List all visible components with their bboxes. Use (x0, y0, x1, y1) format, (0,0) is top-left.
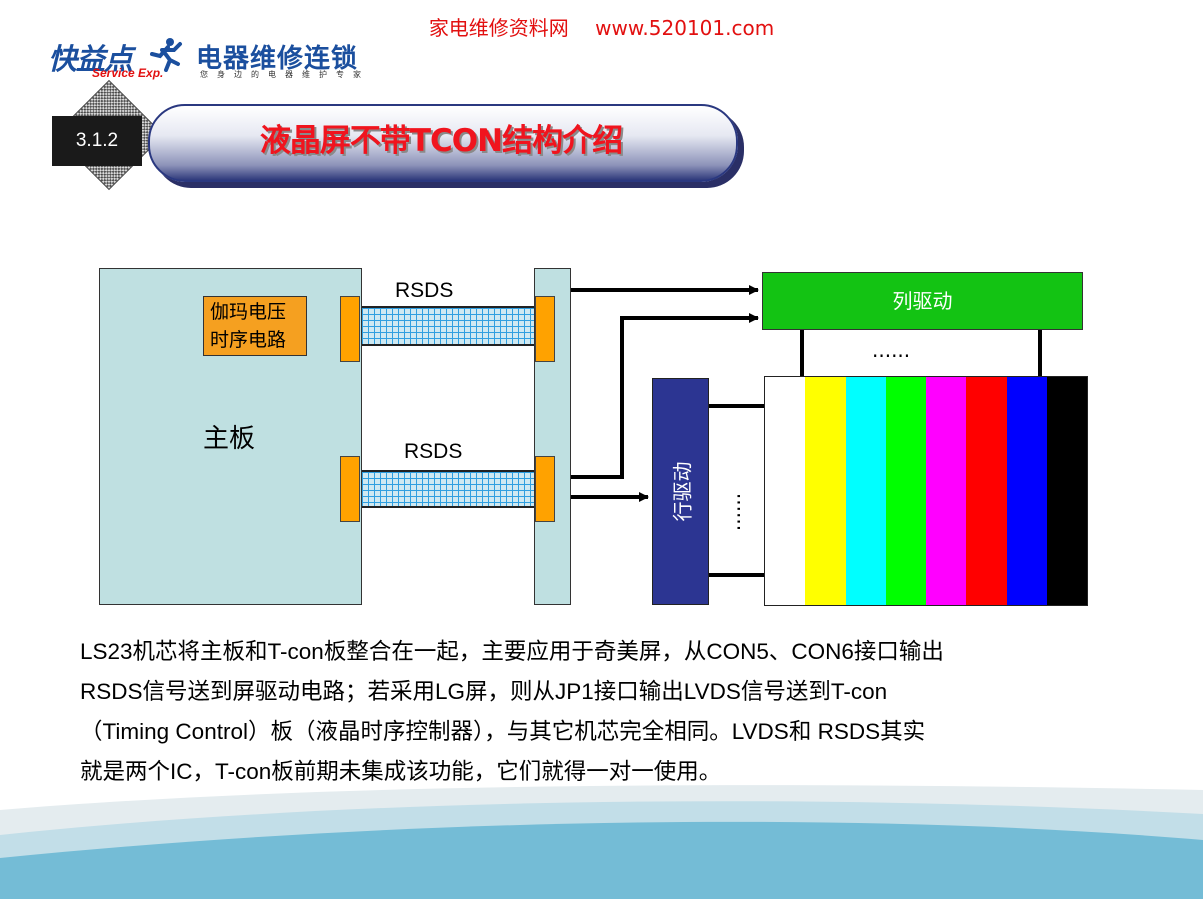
row-driver-label: 行驱动 (670, 461, 694, 522)
color-bar-5 (926, 377, 967, 605)
row-ellipsis-wrap: ...... (718, 492, 748, 532)
gamma-label-line2: 时序电路 (210, 329, 287, 351)
logo-tagline: 您身边的电器维护专家 (200, 70, 370, 79)
column-driver-block: 列驱动 (762, 272, 1083, 330)
mainboard-label: 主板 (203, 424, 256, 454)
description-text: LS23机芯将主板和T-con板整合在一起，主要应用于奇美屏，从CON5、CON… (80, 632, 1120, 792)
watermark-text: 家电维修资料网 www.520101.com (0, 12, 1203, 41)
interface-connector-bottom (535, 456, 555, 522)
slide-title: 液晶屏不带TCON结构介绍 (259, 123, 623, 159)
lcd-color-bar-panel (764, 376, 1088, 606)
section-number-badge: 3.1.2 (52, 116, 142, 166)
column-ellipsis: ...... (872, 338, 911, 362)
description-line-4: 就是两个IC，T-con板前期未集成该功能，它们就得一对一使用。 (80, 759, 722, 784)
gamma-label-line1: 伽玛电压 (210, 301, 287, 323)
color-bar-8 (1046, 377, 1087, 605)
watermark-site-name: 家电维修资料网 (428, 16, 569, 40)
watermark-url: www.520101.com (595, 16, 775, 40)
rsds-label-bottom: RSDS (404, 440, 463, 463)
row-driver-block (652, 378, 709, 605)
bottom-wave-decoration (0, 785, 1203, 899)
interface-connector-top (535, 296, 555, 362)
color-bar-6 (966, 377, 1007, 605)
rsds-cable-top (362, 306, 534, 346)
title-pill-background (148, 104, 738, 182)
description-line-3: （Timing Control）板（液晶时序控制器），与其它机芯完全相同。LVD… (80, 719, 926, 744)
row-ellipsis: ...... (721, 492, 745, 532)
runner-logo-icon (148, 36, 184, 72)
description-line-1: LS23机芯将主板和T-con板整合在一起，主要应用于奇美屏，从CON5、CON… (80, 639, 944, 664)
mainboard-connector-bottom (340, 456, 360, 522)
color-bar-1 (765, 377, 806, 605)
logo-brand-text: 电器维修连锁 (196, 44, 359, 74)
color-bar-2 (805, 377, 846, 605)
color-bar-4 (885, 377, 926, 605)
connector-to-column-driver-bottom (571, 313, 759, 479)
color-bar-3 (845, 377, 886, 605)
mainboard-connector-top (340, 296, 360, 362)
row-driver-label-wrap: 行驱动 (652, 378, 709, 605)
logo-sub-text: Service Exp. (92, 66, 164, 80)
logo-main-text: 快益点 (48, 42, 133, 76)
color-bar-7 (1006, 377, 1047, 605)
rsds-label-top: RSDS (395, 279, 454, 302)
rsds-cable-bottom (362, 470, 534, 508)
description-line-2: RSDS信号送到屏驱动电路；若采用LG屏，则从JP1接口输出LVDS信号送到T-… (80, 679, 888, 704)
gamma-timing-circuit-box: 伽玛电压 时序电路 (203, 296, 307, 356)
